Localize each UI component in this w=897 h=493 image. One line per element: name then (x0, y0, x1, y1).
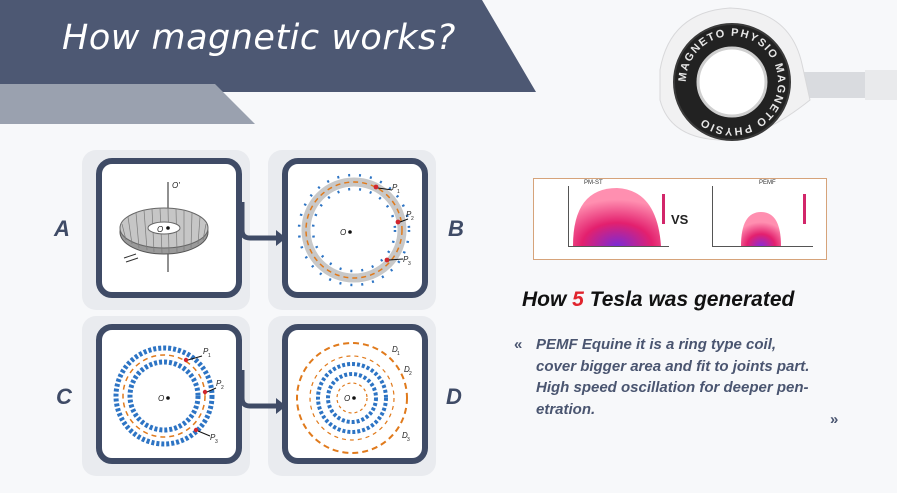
page-title: How magnetic works? (62, 18, 456, 58)
plot-pemf (712, 186, 813, 247)
connector-arrow-ab (240, 202, 286, 246)
plot-pm-st (568, 186, 669, 247)
label-d2-sub: 2 (409, 371, 412, 377)
headline-number: 5 (572, 288, 584, 311)
panel-label-a: A (54, 216, 70, 241)
label-d3: D (402, 431, 408, 440)
label-p3-b: P (403, 255, 409, 264)
label-d3-sub: 3 (407, 437, 410, 443)
panel-a-toroid: O' O (96, 158, 242, 298)
label-p3-b-sub: 3 (408, 261, 411, 267)
label-p1-c: P (203, 347, 209, 356)
panel-label-b: B (448, 216, 464, 241)
label-d2: D (404, 365, 410, 374)
panel-c-coil: O P 1 P 2 P 3 (96, 324, 242, 464)
description-text: PEMF Equine it is a ring type coil, cove… (536, 334, 836, 420)
headline: How 5 Tesla was generated (522, 288, 794, 312)
description-line: cover bigger area and fit to joints part… (536, 357, 810, 375)
label-o-b: O (340, 228, 346, 237)
label-o-prime: O' (172, 181, 180, 190)
label-p1-b: P (392, 183, 398, 192)
description-line: etration. (536, 400, 596, 418)
description-line: High speed oscillation for deeper pen- (536, 379, 809, 396)
panel-d-field: O D 1 D 2 D 3 (282, 324, 428, 464)
close-quote: » (830, 411, 839, 428)
label-d1-sub: 1 (397, 351, 400, 357)
magneto-ring-device: MAGNETO PHYSIO MAGNETO PHYSIO (659, 7, 897, 141)
panel-b-flux-ring: O P 1 P 2 P 3 (282, 158, 428, 298)
coil-diagram: O P 1 P 2 P 3 (113, 345, 224, 447)
label-o-d: O (344, 394, 350, 403)
headline-suffix: Tesla was generated (583, 288, 795, 311)
comparison-left-title: PM-ST (584, 180, 603, 186)
field-diagram: O D 1 D 2 D 3 (296, 342, 412, 454)
comparison-right-title: PEMF (759, 180, 776, 186)
label-o-a: O (157, 225, 163, 234)
title-banner-stripe (0, 84, 255, 124)
label-p1-b-sub: 1 (397, 189, 400, 195)
toroid-diagram: O' O (119, 181, 209, 272)
label-p2-b: P (406, 210, 412, 219)
label-p1-c-sub: 1 (208, 353, 211, 359)
label-p2-c: P (216, 379, 222, 388)
flux-ring-diagram: O P 1 P 2 P 3 (297, 173, 414, 287)
label-p3-c-sub: 3 (215, 439, 218, 445)
label-p3-c: P (210, 433, 216, 442)
connector-arrow-cd (240, 370, 286, 414)
label-d1: D (392, 345, 398, 354)
description-line: PEMF Equine it is a ring type coil, (536, 336, 777, 353)
comparison-vs: VS (671, 212, 689, 227)
title-banner (0, 0, 536, 92)
label-o-c: O (158, 394, 164, 403)
label-p2-c-sub: 2 (221, 385, 224, 391)
headline-prefix: How (522, 288, 573, 311)
label-p2-b-sub: 2 (411, 216, 414, 222)
panel-label-c: C (56, 384, 72, 409)
panel-label-d: D (446, 384, 462, 409)
comparison-plot-image: PM-ST VS PEMF (533, 178, 827, 260)
open-quote: « (514, 336, 523, 353)
